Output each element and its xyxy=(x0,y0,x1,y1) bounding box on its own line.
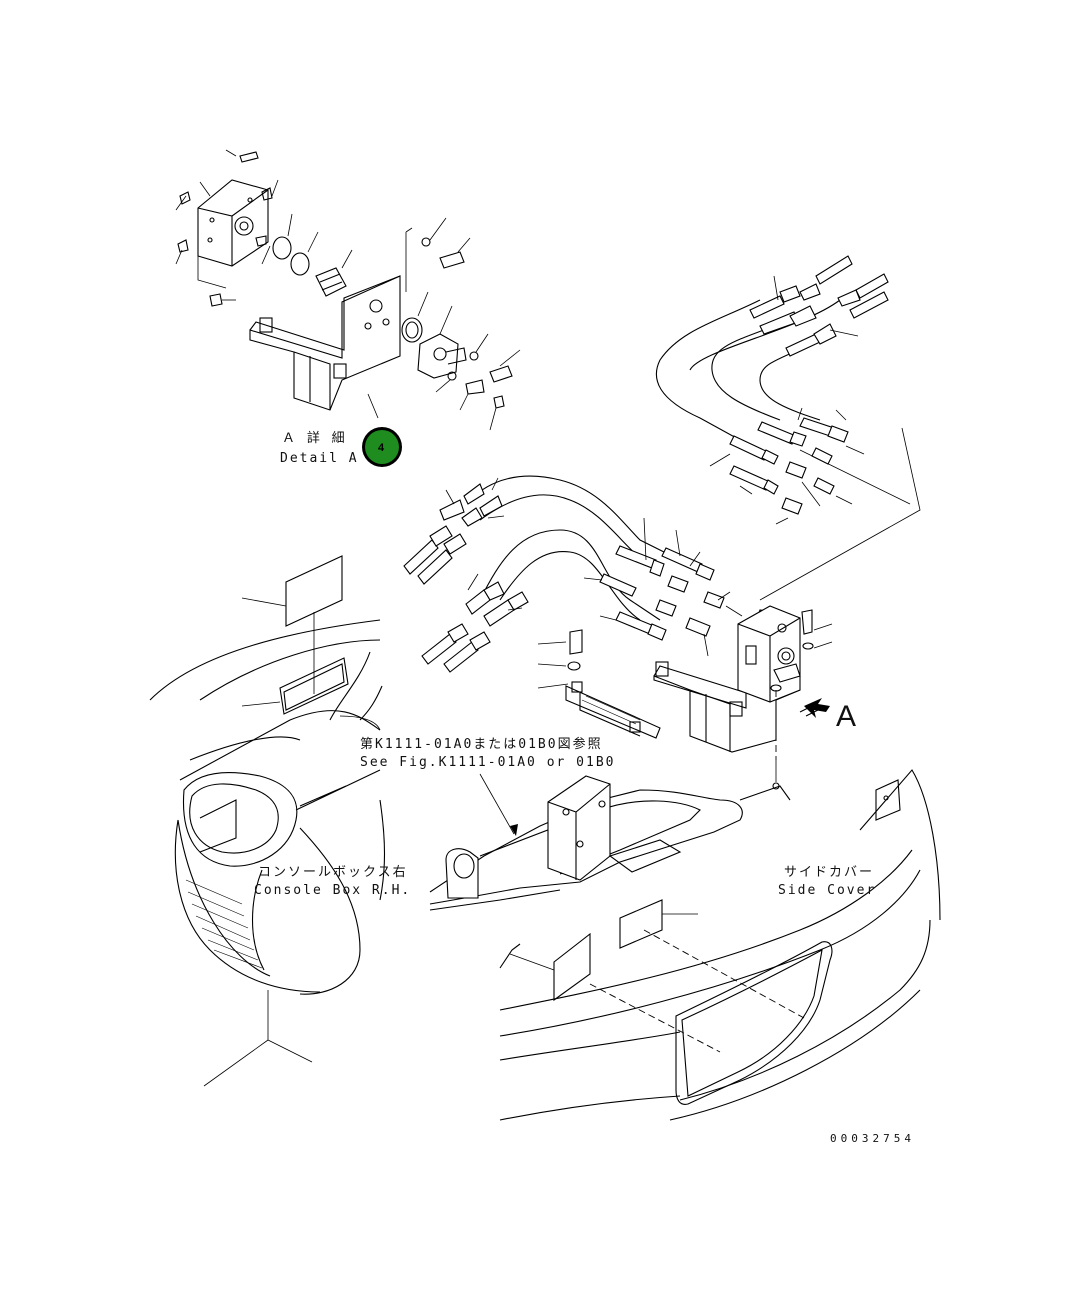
console-box-rh xyxy=(149,619,386,1087)
detail-a-exploded-view xyxy=(175,149,521,431)
drawing-number: 00032754 xyxy=(830,1132,915,1145)
view-arrow-label: A xyxy=(836,700,856,733)
view-arrow-icon xyxy=(804,698,830,718)
sidecover-label-jp: サイドカバー xyxy=(784,865,874,880)
console-label-jp: コンソールボックス右 xyxy=(258,865,408,880)
reference-label-en: See Fig.K1111-01A0 or 01B0 xyxy=(360,755,616,770)
detail-a-label-jp: Ａ 詳 細 xyxy=(282,430,347,446)
side-cover xyxy=(499,769,941,1121)
hose-assembly-upper-right xyxy=(655,255,921,601)
console-label-en: Console Box R.H. xyxy=(254,883,411,898)
sidecover-label-en: Side Cover xyxy=(778,883,876,898)
reference-label-jp: 第K1111-01A0または01B0図参照 xyxy=(360,736,603,752)
floor-frame xyxy=(429,775,791,911)
callout-badge[interactable]: 4 xyxy=(362,427,402,467)
valve-bracket-assembly xyxy=(537,605,833,790)
detail-a-label-en: Detail A xyxy=(280,451,359,466)
decal-upper-left xyxy=(241,555,349,715)
hose-assembly-middle xyxy=(403,475,731,673)
callout-circle xyxy=(365,430,399,464)
callout-number: 4 xyxy=(378,442,385,454)
